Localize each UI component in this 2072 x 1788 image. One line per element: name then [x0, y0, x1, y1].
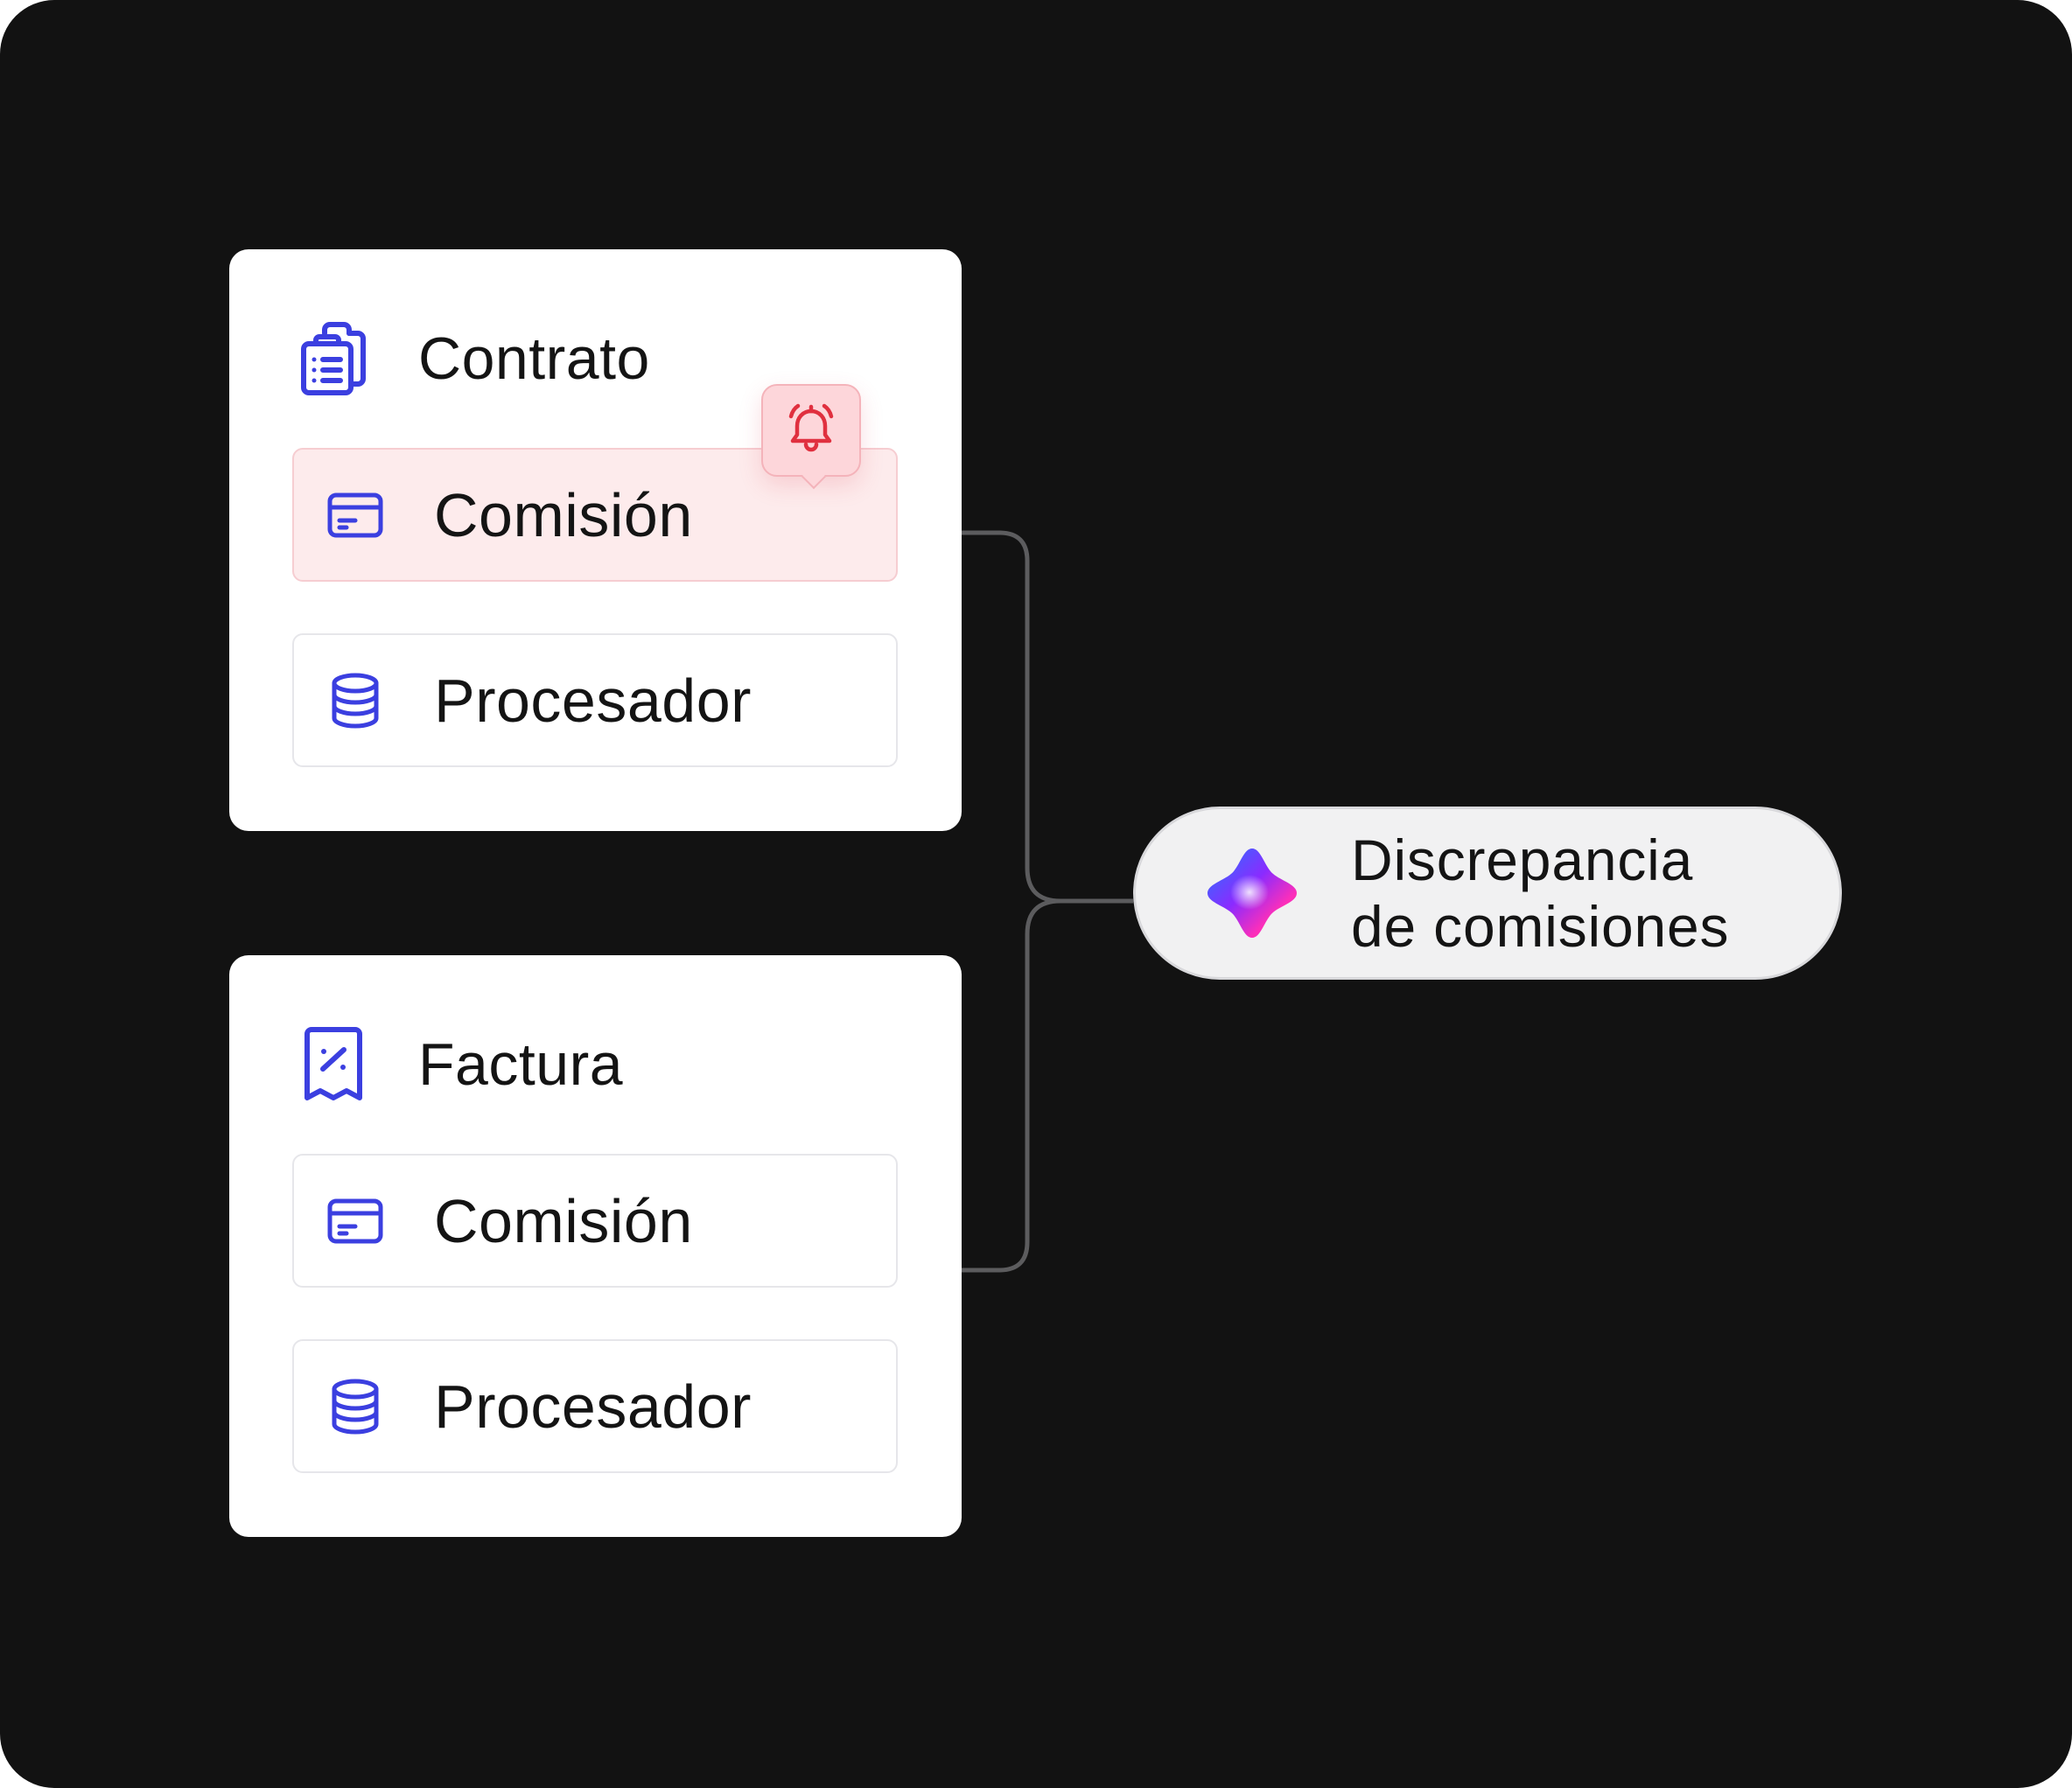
credit-card-icon: [326, 1191, 385, 1251]
clipboard-list-icon: [296, 321, 371, 396]
credit-card-icon: [326, 485, 385, 545]
result-line-1: Discrepancia: [1351, 828, 1694, 892]
row-label: Procesador: [434, 1372, 752, 1441]
ai-sparkle-icon: [1204, 845, 1300, 941]
alert-badge[interactable]: [761, 384, 861, 477]
bell-ringing-icon: [786, 402, 836, 459]
card-factura: Factura Comisión Procesad: [229, 955, 962, 1537]
row-label: Comisión: [434, 1186, 693, 1255]
card-contrato: Contrato Comisión: [229, 249, 962, 831]
result-text: Discrepancia de comisiones: [1351, 827, 1729, 960]
row-label: Procesador: [434, 666, 752, 735]
row-procesador[interactable]: Procesador: [292, 1339, 898, 1473]
result-line-2: de comisiones: [1351, 894, 1730, 959]
card-header: Factura: [296, 1016, 623, 1113]
card-header: Contrato: [296, 311, 650, 407]
result-pill[interactable]: Discrepancia de comisiones: [1133, 807, 1842, 980]
row-procesador[interactable]: Procesador: [292, 633, 898, 767]
row-comision[interactable]: Comisión: [292, 1154, 898, 1288]
connector-bottom: [962, 898, 1061, 1273]
row-label: Comisión: [434, 480, 693, 549]
connector-top: [962, 530, 1133, 904]
database-icon: [326, 1377, 385, 1436]
database-icon: [326, 671, 385, 730]
receipt-percent-icon: [296, 1027, 371, 1102]
card-title: Contrato: [418, 325, 650, 392]
card-title: Factura: [418, 1031, 624, 1098]
